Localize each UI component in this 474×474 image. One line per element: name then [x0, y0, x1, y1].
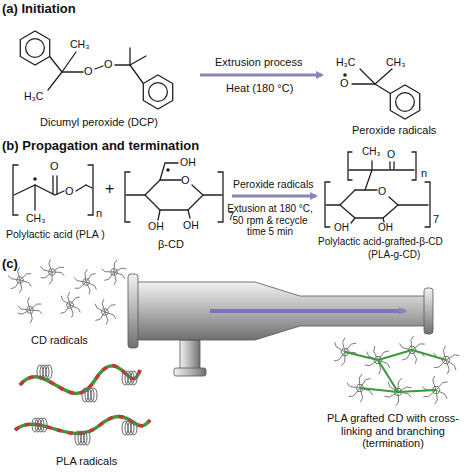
- atom-label: OH: [180, 156, 196, 168]
- atom-label: OH: [148, 220, 164, 232]
- aromatic-circle: [149, 83, 168, 102]
- compound-name: Peroxide radicals: [352, 124, 436, 137]
- condition-text: Extrusion process: [215, 56, 302, 69]
- compound-name: β-CD: [158, 238, 184, 251]
- atom-label: O: [378, 185, 386, 197]
- atom-label: O: [387, 148, 395, 160]
- grafted-clusters: [334, 336, 460, 406]
- condition-text: Extusion at 180 °C, 50 rpm & recycle tim…: [226, 203, 314, 238]
- atom-label: O: [181, 174, 190, 187]
- compound-name: Polylactic acid (PLA ): [6, 228, 105, 240]
- cd-radicals: [8, 259, 126, 324]
- atom-label: O: [50, 160, 59, 173]
- panel-heading: (b) Propagation and termination: [2, 139, 199, 154]
- atom-label: OH: [334, 222, 349, 234]
- atom-label: O: [84, 65, 93, 78]
- figure-label: PLA radicals: [55, 455, 118, 468]
- atom-label: OH: [183, 219, 199, 231]
- atom-label: OH: [378, 222, 393, 234]
- atom-label: O: [65, 185, 74, 198]
- atom-label: H₃C: [24, 90, 43, 102]
- panel-heading: (a) Initiation: [2, 2, 76, 17]
- condition-text: Heat (180 °C): [226, 82, 293, 95]
- atom-label: CH₃: [70, 38, 89, 50]
- subscript-index: 7: [433, 213, 439, 226]
- subscript-index: n: [96, 207, 102, 220]
- aromatic-circle: [396, 93, 415, 112]
- aromatic-circle: [26, 39, 45, 58]
- benzene-ring: [390, 85, 419, 119]
- condition-text: Peroxide radicals: [233, 178, 314, 190]
- compound-name: (PLA-g-CD): [368, 249, 420, 261]
- subscript-index: n: [421, 167, 427, 180]
- figure-label: PLA grafted CD with cross-linking and br…: [316, 412, 470, 450]
- atom-label: CH₃: [362, 146, 381, 158]
- compound-name: Polylactic acid-grafted-β-CD: [318, 236, 443, 248]
- compound-name: Dicumyl peroxide (DCP): [40, 116, 158, 129]
- atom-label: O: [104, 58, 113, 71]
- atom-label: CH₃: [26, 212, 45, 224]
- benzene-ring: [143, 75, 172, 109]
- extruder: [128, 274, 433, 376]
- atom-label: H₃C: [336, 56, 355, 68]
- pla-radicals: [15, 366, 150, 434]
- plus-sign: +: [105, 180, 114, 198]
- figure-label: CD radicals: [30, 334, 89, 347]
- panel-heading: (c): [2, 257, 18, 272]
- atom-label: O: [340, 77, 349, 90]
- atom-label: CH₃: [386, 56, 405, 68]
- benzene-ring: [20, 31, 49, 65]
